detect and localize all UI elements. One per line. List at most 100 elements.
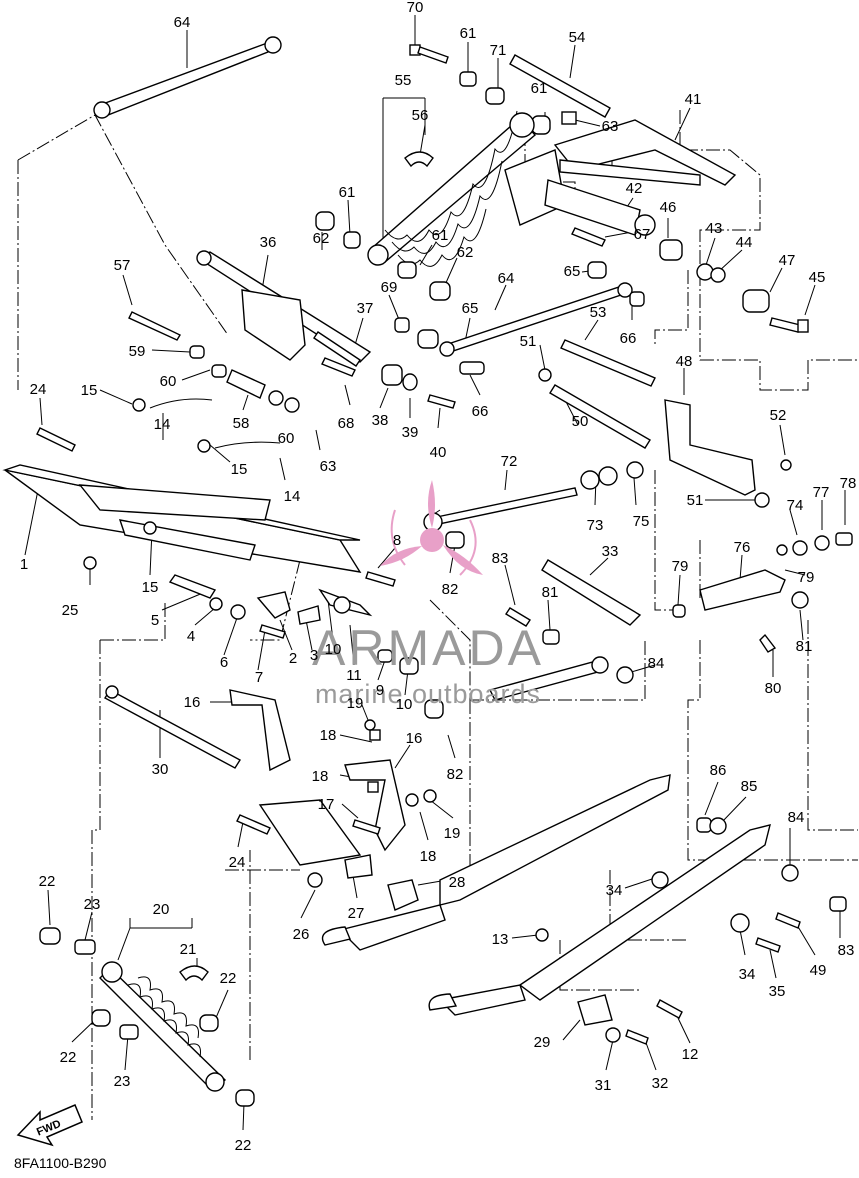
shock-absorber-55 — [367, 110, 536, 267]
bracket-27 — [258, 799, 373, 888]
bracket-48 — [664, 399, 756, 496]
part-callout-2: 2 — [289, 650, 297, 667]
part-callout-52: 52 — [770, 407, 787, 424]
part-callout-61: 61 — [432, 227, 449, 244]
fasteners-14-15-24 — [36, 398, 281, 570]
part-callout-23: 23 — [84, 896, 101, 913]
part-callout-64: 64 — [174, 14, 191, 31]
part-callout-51: 51 — [687, 492, 704, 509]
part-callout-69: 69 — [381, 279, 398, 296]
main-frame-1 — [2, 464, 362, 599]
part-callout-61: 61 — [339, 184, 356, 201]
part-callout-45: 45 — [809, 269, 826, 286]
part-callout-49: 49 — [810, 962, 827, 979]
part-callout-24: 24 — [229, 854, 246, 871]
part-callout-84: 84 — [648, 655, 665, 672]
part-callout-20: 20 — [153, 901, 170, 918]
shaft-36 — [196, 250, 372, 363]
bolt-24-lower — [236, 814, 271, 835]
part-callout-25: 25 — [62, 602, 79, 619]
part-callout-29: 29 — [534, 1034, 551, 1051]
part-callout-60: 60 — [160, 373, 177, 390]
part-callout-6: 6 — [220, 654, 228, 671]
part-callout-22: 22 — [235, 1137, 252, 1154]
part-callout-64: 64 — [498, 270, 515, 287]
part-callout-19: 19 — [347, 695, 364, 712]
part-callout-81: 81 — [796, 638, 813, 655]
part-callout-62: 62 — [313, 230, 330, 247]
bolt-8 — [365, 571, 396, 587]
part-callout-28: 28 — [449, 874, 466, 891]
part-callout-7: 7 — [255, 669, 263, 686]
part-callout-38: 38 — [372, 412, 389, 429]
part-callout-22: 22 — [220, 970, 237, 987]
clip-56 — [404, 151, 434, 168]
part-callout-31: 31 — [595, 1077, 612, 1094]
fasteners-2-7 — [209, 591, 321, 639]
fasteners-17-19 — [352, 719, 437, 835]
part-callout-77: 77 — [813, 484, 830, 501]
bolt-70 — [409, 44, 449, 64]
part-callout-14: 14 — [154, 416, 171, 433]
part-callout-18: 18 — [320, 727, 337, 744]
bolts-37-68 — [313, 331, 361, 377]
part-callout-82: 82 — [442, 581, 459, 598]
part-callout-1: 1 — [20, 556, 28, 573]
block-28 — [387, 879, 419, 911]
watermark-tagline: marine outboards — [315, 679, 541, 709]
bushings-38-39-40 — [381, 364, 456, 409]
fasteners-34-86 — [651, 817, 847, 953]
part-callout-21: 21 — [180, 941, 197, 958]
part-callout-19: 19 — [444, 825, 461, 842]
section-outlines — [17, 110, 858, 1120]
part-callout-15: 15 — [81, 382, 98, 399]
part-callout-8: 8 — [393, 532, 401, 549]
part-callout-61: 61 — [531, 80, 548, 97]
part-callout-48: 48 — [676, 353, 693, 370]
ski-upper — [321, 774, 671, 951]
part-callout-65: 65 — [462, 300, 479, 317]
watermark: ARMADA marine outboards — [312, 480, 541, 709]
part-callout-17: 17 — [318, 796, 335, 813]
brackets-16 — [229, 689, 406, 852]
part-callout-60: 60 — [278, 430, 295, 447]
fasteners-81-83 — [505, 607, 560, 645]
part-callout-5: 5 — [151, 612, 159, 629]
part-callout-67: 67 — [634, 226, 651, 243]
bracket-41 — [504, 119, 737, 236]
part-callout-78: 78 — [840, 475, 857, 492]
part-callout-34: 34 — [739, 966, 756, 983]
part-callout-53: 53 — [590, 304, 607, 321]
part-callout-84: 84 — [788, 809, 805, 826]
part-callout-35: 35 — [769, 983, 786, 1000]
part-callout-74: 74 — [787, 497, 804, 514]
part-callout-10: 10 — [325, 641, 342, 658]
forward-arrow-icon: FWD — [16, 1104, 83, 1147]
shafts-50-53 — [538, 339, 656, 449]
part-callout-85: 85 — [741, 778, 758, 795]
part-callout-9: 9 — [376, 682, 384, 699]
part-callout-27: 27 — [348, 905, 365, 922]
part-callout-68: 68 — [338, 415, 355, 432]
bushings-73-75 — [580, 461, 644, 490]
part-callout-65: 65 — [564, 263, 581, 280]
part-callout-72: 72 — [501, 453, 518, 470]
bushings-74-77-78-79 — [672, 532, 853, 653]
bolt-57 — [128, 311, 181, 341]
part-callout-44: 44 — [736, 234, 753, 251]
part-callout-66: 66 — [620, 330, 637, 347]
part-callout-79: 79 — [672, 558, 689, 575]
leader-lines — [24, 15, 846, 1131]
part-callout-70: 70 — [407, 0, 424, 16]
part-callout-36: 36 — [260, 234, 277, 251]
part-callout-10: 10 — [396, 696, 413, 713]
part-callout-50: 50 — [572, 413, 589, 430]
ski-lower — [428, 824, 771, 1016]
part-callout-39: 39 — [402, 424, 419, 441]
part-callout-58: 58 — [233, 415, 250, 432]
part-callout-63: 63 — [320, 458, 337, 475]
part-callout-33: 33 — [602, 543, 619, 560]
rod-84-upper — [488, 656, 634, 701]
part-callout-71: 71 — [490, 42, 507, 59]
